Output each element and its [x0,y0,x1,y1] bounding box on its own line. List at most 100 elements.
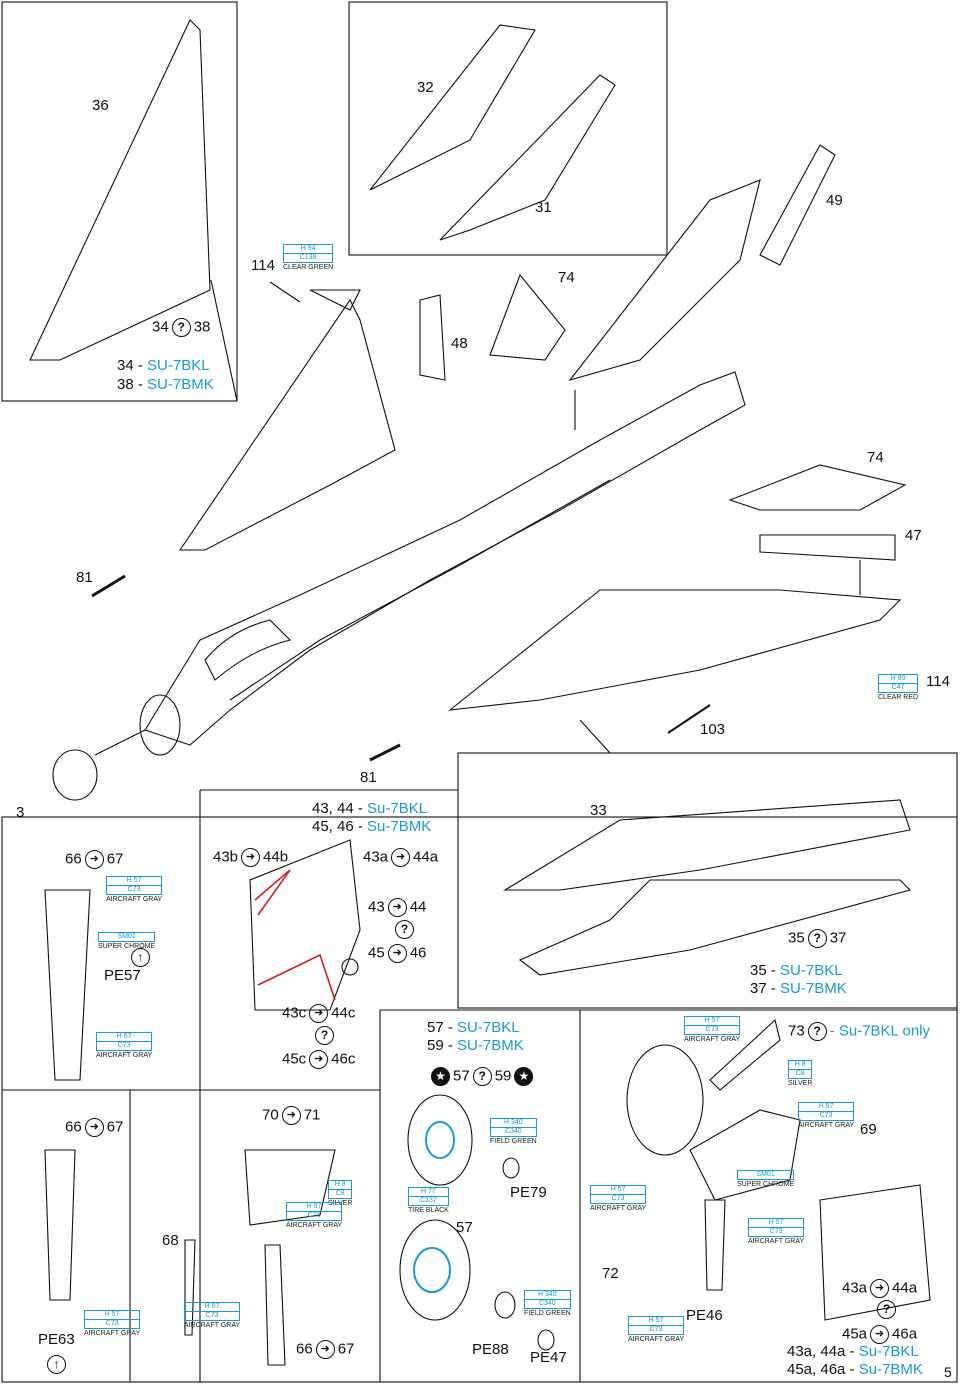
part-swap: 45c➜46c [282,1050,356,1069]
question-icon: ? [807,1022,827,1041]
variant-legend: 35 - SU-7BKL [750,962,843,979]
intake [139,694,181,756]
part-number: 36 [92,97,109,114]
bend-arrow-icon: ↑ [131,948,150,967]
part-swap: 43a➜44a [842,1279,918,1298]
part-swap: 66➜67 [296,1340,355,1359]
upper-wing [178,298,396,551]
fuselage [144,371,746,746]
inset-panel-border [348,1,668,256]
lower-section-border [1,816,958,1383]
part-number: 68 [162,1232,179,1249]
part-number: 69 [860,1121,877,1138]
swap-arrow-icon: ➜ [391,848,411,867]
photoetch-label: PE57 [104,967,141,984]
photoetch-label: PE46 [686,1307,723,1324]
inset-panel-border [1,1,238,402]
swap-arrow-icon: ➜ [309,1050,329,1069]
part-swap: 66➜67 [65,1118,124,1137]
swap-arrow-icon: ➜ [870,1325,890,1344]
part-47 [759,534,896,561]
bend-arrow-icon: ↑ [47,1355,66,1374]
part-swap: 70➜71 [262,1106,321,1125]
lower-wing [448,589,902,711]
wheel-57 [399,1219,471,1321]
part-49 [759,144,836,266]
part-number: 103 [700,721,726,738]
part-48 [419,294,446,381]
question-icon: ? [877,1300,896,1319]
gear-strut-66 [44,889,91,1081]
swap-arrow-icon: ➜ [315,1340,335,1359]
variant-legend: 34 - SU-7BKL [117,357,210,374]
variant-note: 73?- Su-7BKL only [788,1022,931,1041]
main-gear [689,1109,801,1201]
part-swap: 43b➜44b [213,848,289,867]
variant-choice: 34?38 [152,318,211,337]
part-number: 81 [360,769,377,786]
variant-legend: 59 - SU-7BMK [427,1037,524,1054]
question-icon: ? [472,1067,492,1086]
part-swap: 45➜46 [368,944,427,963]
intake-ring [52,749,98,801]
variant-legend: 37 - SU-7BMK [750,980,847,997]
stabilizer [728,464,907,511]
question-icon: ? [807,929,827,948]
part-number: 31 [535,199,552,216]
part-32 [369,24,536,191]
part-swap: 66➜67 [65,850,124,869]
photoetch-label: PE63 [38,1331,75,1348]
part-number: 3 [16,804,25,821]
part-33 [503,799,911,891]
swap-arrow-icon: ➜ [241,848,261,867]
star-icon: ★ [431,1067,450,1086]
swap-arrow-icon: ➜ [84,1118,104,1137]
swap-arrow-icon: ➜ [84,850,104,869]
part-swap: 45a➜46a [842,1325,918,1344]
variant-legend: 45, 46 - Su-7BMK [312,818,432,835]
variant-choice: 35?37 [788,929,847,948]
question-icon: ? [315,1026,334,1045]
variant-legend: 38 - SU-7BMK [117,376,214,393]
fin-piece [489,273,566,361]
part-number: 33 [590,802,607,819]
photoetch-label: PE79 [510,1184,547,1201]
variant-legend: 43a, 44a - Su-7BKL [787,1343,919,1360]
question-icon: ? [395,920,414,939]
part-number: 32 [417,79,434,96]
variant-choice: ★57?59★ [428,1067,536,1086]
part-number: 74 [558,269,575,286]
swap-arrow-icon: ➜ [387,898,407,917]
part-36-wing [29,19,211,361]
question-icon: ? [171,318,191,337]
part-number: 48 [451,335,468,352]
part-number: 81 [76,569,93,586]
inset-panel-border [457,752,958,1009]
part-number: 114 [251,257,275,274]
swap-arrow-icon: ➜ [309,1004,329,1023]
wheel-59 [407,1094,473,1186]
part-number: 114 [926,673,950,690]
tail-fin [568,179,761,381]
page-number: 5 [944,1364,952,1380]
part-number: 47 [905,527,922,544]
variant-legend: 43, 44 - Su-7BKL [312,800,428,817]
